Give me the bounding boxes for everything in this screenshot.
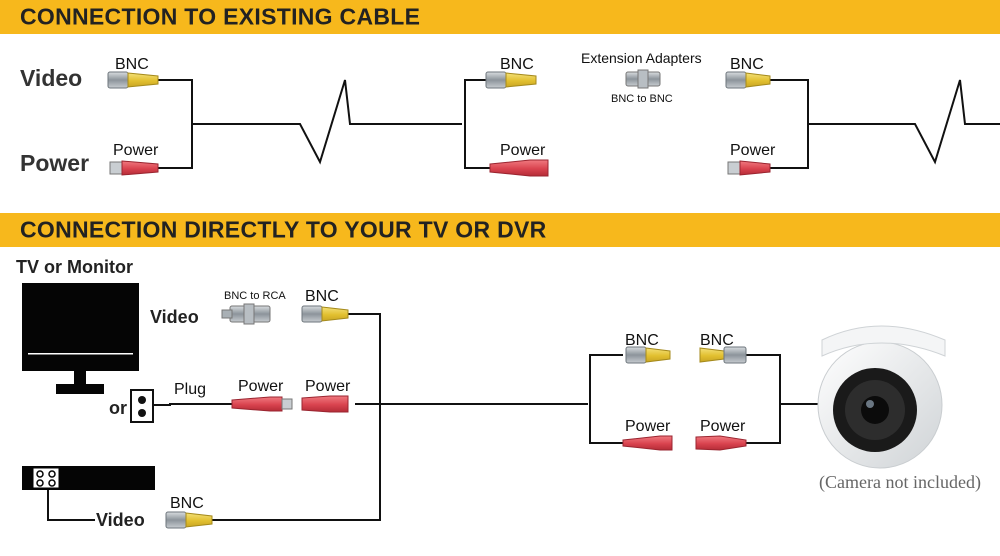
existing-bnc-label-3: BNC bbox=[730, 56, 764, 73]
existing-power-label: Power bbox=[20, 150, 90, 176]
bnc-connectors bbox=[107, 71, 771, 529]
banner-direct-connection: CONNECTION DIRECTLY TO YOUR TV OR DVR bbox=[0, 213, 1000, 247]
bnc-connector-top-3 bbox=[725, 71, 771, 89]
dvr-icon bbox=[22, 466, 155, 490]
direct-power-label-b: Power bbox=[305, 378, 351, 395]
bnc-connector-dvr bbox=[165, 511, 213, 529]
power-connector-top-3 bbox=[727, 160, 771, 176]
existing-video-label: Video bbox=[20, 65, 83, 91]
existing-power-label-1: Power bbox=[113, 142, 159, 159]
bnc-connector-top-1 bbox=[107, 71, 159, 89]
tv-monitor-label: TV or Monitor bbox=[16, 257, 133, 277]
tv-monitor-icon bbox=[22, 283, 139, 394]
power-connector-top-1 bbox=[109, 160, 159, 176]
dome-camera-icon bbox=[817, 325, 946, 469]
existing-bnc-label-1: BNC bbox=[115, 56, 149, 73]
direct-bnc-top-label: BNC bbox=[305, 288, 339, 305]
direct-bnc-cam-label: BNC bbox=[700, 332, 734, 349]
banner-direct-title: CONNECTION DIRECTLY TO YOUR TV OR DVR bbox=[20, 216, 547, 243]
existing-bnc-label-2: BNC bbox=[500, 56, 534, 73]
direct-power-label-a: Power bbox=[238, 378, 284, 395]
bnc-connector-mid bbox=[625, 346, 671, 364]
power-connector-direct-b bbox=[301, 395, 349, 413]
or-label: or bbox=[109, 398, 127, 418]
existing-power-label-3: Power bbox=[730, 142, 776, 159]
power-connector-mid bbox=[622, 435, 673, 451]
power-connector-direct-a bbox=[231, 396, 293, 412]
bnc-connector-cam bbox=[699, 346, 747, 364]
dvr-video-label: Video bbox=[96, 510, 145, 530]
plug-label: Plug bbox=[174, 381, 207, 398]
direct-bnc-mid-label: BNC bbox=[625, 332, 659, 349]
banner-existing-title: CONNECTION TO EXISTING CABLE bbox=[20, 3, 421, 30]
bnc-connector-top-2 bbox=[485, 71, 537, 89]
direct-power-mid-label: Power bbox=[625, 418, 671, 435]
power-connector-top-2 bbox=[489, 159, 549, 177]
direct-bnc-dvr-label: BNC bbox=[170, 495, 204, 512]
bnc-to-rca-adapter-icon bbox=[221, 303, 271, 325]
bnc-connector-direct-top bbox=[301, 305, 349, 323]
bnc-to-rca-label: BNC to RCA bbox=[224, 290, 286, 302]
banner-existing-cable: CONNECTION TO EXISTING CABLE bbox=[0, 0, 1000, 34]
power-connector-cam bbox=[695, 435, 747, 451]
direct-video-label: Video bbox=[150, 307, 199, 327]
adapter-title: Extension Adapters bbox=[581, 50, 702, 66]
adapter-subtitle: BNC to BNC bbox=[611, 93, 673, 105]
outlet-icon bbox=[130, 389, 154, 423]
direct-power-cam-label: Power bbox=[700, 418, 746, 435]
wire-lines bbox=[47, 79, 1000, 521]
camera-not-included-note: (Camera not included) bbox=[819, 472, 981, 492]
bnc-to-bnc-adapter-icon bbox=[625, 69, 661, 89]
power-connectors bbox=[109, 159, 771, 451]
existing-power-label-2: Power bbox=[500, 142, 546, 159]
